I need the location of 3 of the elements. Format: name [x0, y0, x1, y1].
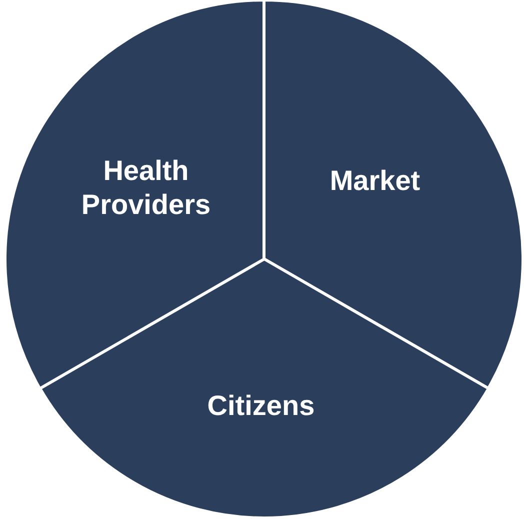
sector-label: Health Providers — [80, 154, 212, 222]
sector-label: Citizens — [206, 389, 316, 423]
sector-label: Market — [328, 164, 422, 198]
